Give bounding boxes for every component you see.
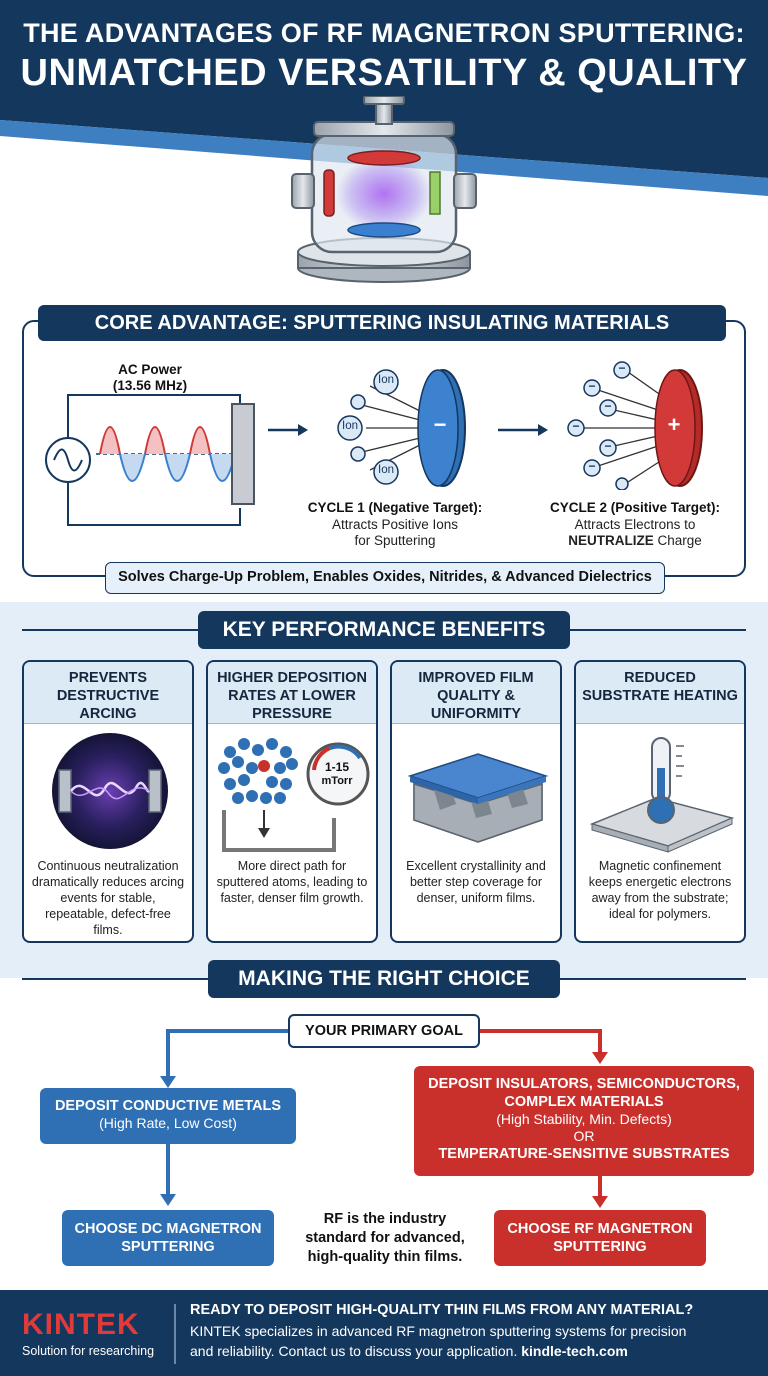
cta-title: READY TO DEPOSIT HIGH-QUALITY THIN FILMS… xyxy=(190,1302,694,1318)
cycle-2-title: CYCLE 2 (Positive Target): xyxy=(549,500,721,515)
cycle-arrow xyxy=(498,424,548,436)
vacuum-chamber-illustration xyxy=(291,96,477,283)
result-line-2: SPUTTERING xyxy=(121,1239,215,1255)
ion-label-3: Ion xyxy=(378,464,394,476)
card-text: Magnetic confinement keeps energetic ele… xyxy=(588,859,732,921)
result-line-2: SPUTTERING xyxy=(553,1239,647,1255)
ac-circuit-diagram xyxy=(45,394,308,526)
result-rf-magnetron: CHOOSE RF MAGNETRON SPUTTERING xyxy=(494,1210,706,1266)
choice-title: MAKING THE RIGHT CHOICE xyxy=(208,960,560,998)
ion-label-1: Ion xyxy=(378,374,394,386)
benefit-card-arcing: PREVENTS DESTRUCTIVE ARCING Continuous n… xyxy=(22,660,194,943)
option-title: DEPOSIT CONDUCTIVE METALS xyxy=(54,1098,282,1114)
arcing-plasma-icon xyxy=(52,733,168,849)
cycle-2-line-1: Attracts Electrons to xyxy=(574,517,696,532)
electron-sign-4: − xyxy=(572,419,580,433)
cycle-1-line-2: for Sputtering xyxy=(354,533,436,548)
option-subtitle: (High Rate, Low Cost) xyxy=(99,1115,237,1131)
title-line-2: UNMATCHED VERSATILITY & QUALITY xyxy=(20,52,748,94)
ac-power-frequency: (13.56 MHz) xyxy=(112,378,188,393)
electron-sign-6: − xyxy=(588,459,596,473)
option-subtitle: (High Stability, Min. Defects) xyxy=(496,1111,672,1127)
note-line-2: standard for advanced, xyxy=(305,1230,465,1246)
card-text: Continuous neutralization dramatically r… xyxy=(31,859,185,937)
negative-target-sign: − xyxy=(433,412,447,437)
result-line-1: CHOOSE DC MAGNETRON xyxy=(74,1221,262,1237)
thermometer-icon xyxy=(589,737,735,853)
rf-industry-standard-note: RF is the industry standard for advanced… xyxy=(290,1210,480,1267)
core-advantage-title: CORE ADVANTAGE: SPUTTERING INSULATING MA… xyxy=(38,305,726,341)
ac-power-label: AC Power xyxy=(118,362,182,377)
charge-word: Charge xyxy=(653,533,702,548)
option-title-line-2: COMPLEX MATERIALS xyxy=(504,1094,664,1110)
footer: KINTEK Solution for researching READY TO… xyxy=(0,1290,768,1376)
option-title-line-3: TEMPERATURE-SENSITIVE SUBSTRATES xyxy=(438,1146,730,1162)
header: THE ADVANTAGES OF RF MAGNETRON SPUTTERIN… xyxy=(0,0,768,300)
option-conductive-metals: DEPOSIT CONDUCTIVE METALS (High Rate, Lo… xyxy=(40,1088,296,1144)
card-text: Excellent crystallinity and better step … xyxy=(406,859,546,905)
option-insulators: DEPOSIT INSULATORS, SEMICONDUCTORS, COMP… xyxy=(414,1066,754,1176)
cta-line-2-text: and reliability. Contact us to discuss y… xyxy=(190,1343,522,1359)
card-text: More direct path for sputtered atoms, le… xyxy=(216,859,368,905)
card-header xyxy=(576,662,744,724)
kintek-logo: KINTEK xyxy=(22,1308,140,1341)
decision-flow-arrows xyxy=(160,1029,608,1208)
result-dc-magnetron: CHOOSE DC MAGNETRON SPUTTERING xyxy=(62,1210,274,1266)
option-title-line-1: DEPOSIT INSULATORS, SEMICONDUCTORS, xyxy=(428,1076,740,1092)
option-or: OR xyxy=(573,1128,595,1144)
ion-label-2: Ion xyxy=(342,420,358,432)
electron-sign-5: − xyxy=(604,439,612,453)
benefit-card-film-quality: IMPROVED FILM QUALITY & UNIFORMITY Excel… xyxy=(390,660,562,943)
note-line-1: RF is the industry xyxy=(323,1211,447,1227)
result-line-1: CHOOSE RF MAGNETRON xyxy=(507,1221,693,1237)
kintek-tagline: Solution for researching xyxy=(22,1344,155,1358)
cta-line-1: KINTEK specializes in advanced RF magnet… xyxy=(190,1323,687,1339)
cycle-1-title: CYCLE 1 (Negative Target): xyxy=(307,500,483,515)
cta-line-2: and reliability. Contact us to discuss y… xyxy=(190,1343,628,1359)
film-layer-icon xyxy=(407,753,549,843)
card-header xyxy=(24,662,192,724)
benefit-card-heating: REDUCED SUBSTRATE HEATING Magnetic confi… xyxy=(574,660,746,943)
cycle-1-line-1: Attracts Positive Ions xyxy=(331,517,459,532)
neutralize-word: NEUTRALIZE xyxy=(568,533,654,548)
gauge-unit: mTorr xyxy=(321,775,353,787)
note-line-3: high-quality thin films. xyxy=(307,1249,463,1265)
title-line-1: THE ADVANTAGES OF RF MAGNETRON SPUTTERIN… xyxy=(23,18,745,48)
gauge-value: 1-15 xyxy=(324,760,350,774)
card-header xyxy=(392,662,560,724)
electron-sign-2: − xyxy=(588,379,596,393)
benefit-card-deposition: HIGHER DEPOSITION RATES AT LOWER PRESSUR… xyxy=(206,660,378,943)
cycle-1-diagram xyxy=(337,369,466,487)
primary-goal-box: YOUR PRIMARY GOAL xyxy=(288,1014,480,1048)
positive-target-sign: + xyxy=(667,412,681,437)
electron-sign-3: − xyxy=(604,399,612,413)
website-link[interactable]: kindle-tech.com xyxy=(521,1343,628,1359)
card-title: REDUCED SUBSTRATE HEATING xyxy=(582,670,738,704)
benefits-title: KEY PERFORMANCE BENEFITS xyxy=(198,611,570,649)
footer-divider xyxy=(174,1304,176,1364)
card-header xyxy=(208,662,376,724)
cycle-2-diagram xyxy=(567,361,703,490)
card-title: PREVENTS DESTRUCTIVE ARCING xyxy=(56,670,160,722)
pressure-gauge-icon xyxy=(218,738,370,852)
card-title: HIGHER DEPOSITION RATES AT LOWER PRESSUR… xyxy=(217,670,367,722)
card-title: IMPROVED FILM QUALITY & UNIFORMITY xyxy=(418,670,534,722)
cycle-2-line-2: NEUTRALIZE Charge xyxy=(530,533,740,549)
solves-banner: Solves Charge-Up Problem, Enables Oxides… xyxy=(105,562,665,594)
electron-sign-1: − xyxy=(618,361,626,375)
